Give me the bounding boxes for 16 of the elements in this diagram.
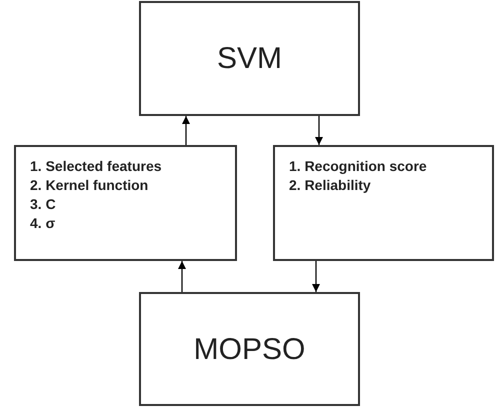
list-item: 2. Reliability [289,176,372,195]
arrow [178,261,186,292]
arrow [312,261,320,292]
process-box [14,145,237,261]
list-item: 1. Recognition score [289,157,428,176]
process-box [139,1,360,116]
list-item: 4. σ [30,214,56,233]
arrow [315,116,323,145]
process-box [273,145,494,261]
list-item: 3. C [30,195,57,214]
arrow [182,116,190,145]
box-title: MOPSO [194,332,306,368]
list-item: 1. Selected features [30,157,163,176]
box-title: SVM [216,41,282,77]
process-box [139,292,360,406]
list-item: 2. Kernel function [30,176,150,195]
